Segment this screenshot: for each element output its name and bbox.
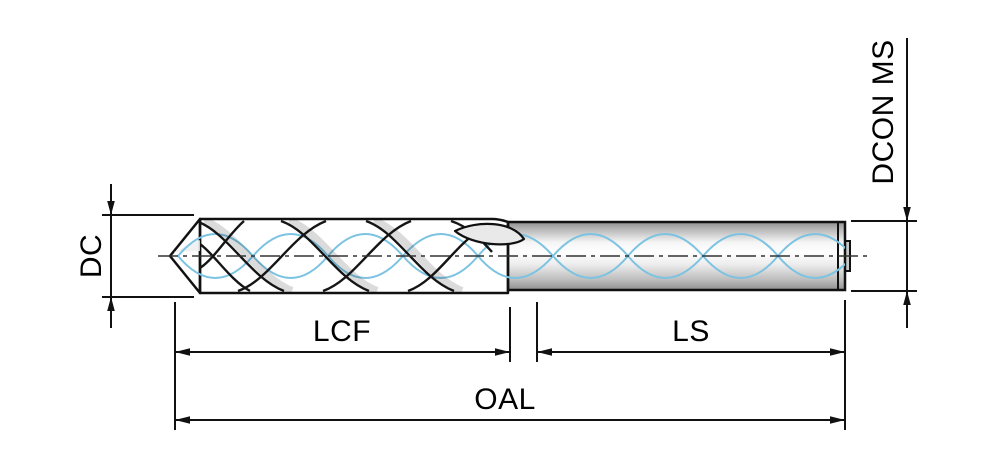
ls-arrow-right — [830, 348, 845, 356]
dcon-arrow-bottom — [903, 291, 911, 305]
flute-edge — [200, 243, 251, 293]
ls-label: LS — [672, 315, 710, 348]
lcf-arrow-left — [175, 348, 190, 356]
flute-edge — [237, 219, 327, 293]
flute-edge — [280, 219, 370, 293]
flute-runout — [453, 222, 526, 246]
dc-label: DC — [75, 234, 108, 278]
oal-arrow-right — [830, 416, 845, 424]
dimension-lcf: LCF — [174, 302, 511, 430]
oal-arrow-left — [175, 416, 190, 424]
dc-arrow-bottom — [107, 297, 115, 311]
flute-edge — [200, 220, 245, 269]
dcon-arrow-top — [903, 207, 911, 221]
dimension-ls: LS — [536, 300, 846, 430]
dimension-oal: OAL — [175, 383, 845, 424]
dc-arrow-top — [107, 201, 115, 215]
drill-flute-body — [198, 217, 510, 295]
dimension-dc: DC — [75, 184, 194, 328]
oal-label: OAL — [474, 383, 536, 416]
ls-arrow-left — [537, 348, 552, 356]
coolant-line — [177, 233, 845, 279]
dimension-dcon-ms: DCON MS — [851, 38, 917, 328]
lcf-arrow-right — [495, 348, 510, 356]
lcf-label: LCF — [313, 315, 371, 348]
dcon-ms-label: DCON MS — [867, 39, 900, 184]
